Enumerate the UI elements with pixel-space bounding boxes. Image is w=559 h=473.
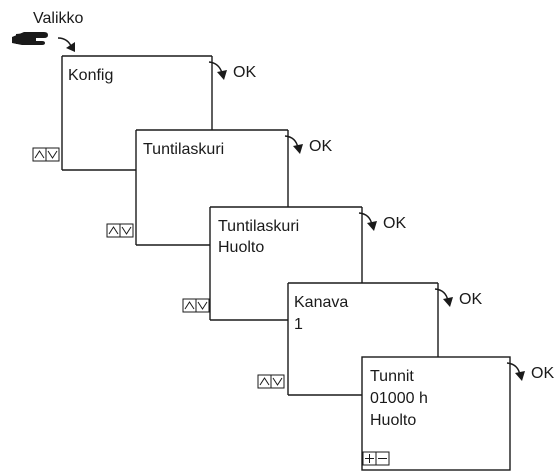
screen-5-line-2: 01000 h — [370, 390, 428, 407]
curved-arrow-icon — [57, 37, 75, 52]
ok-label-2: OK — [309, 138, 332, 155]
curved-arrow-icon — [293, 144, 303, 154]
curved-arrow-icon — [367, 221, 377, 231]
up-down-buttons-2[interactable] — [106, 223, 134, 238]
up-down-buttons-1[interactable] — [32, 147, 60, 162]
screen-3-line-2: Huolto — [218, 239, 264, 256]
up-down-buttons-3[interactable] — [182, 298, 210, 313]
ok-confirm-4: OK — [434, 288, 482, 308]
up-arrow-button[interactable] — [257, 374, 272, 389]
screen-4-line-2: 1 — [294, 316, 303, 333]
curved-arrow-icon — [443, 297, 453, 307]
plus-minus-buttons[interactable] — [362, 451, 390, 466]
up-arrow-button[interactable] — [182, 298, 197, 313]
pointing-hand-icon — [12, 32, 48, 45]
up-arrow-button[interactable] — [32, 147, 47, 162]
ok-confirm-3: OK — [358, 212, 406, 232]
screen-1-line-1: Konfig — [68, 67, 113, 84]
ok-confirm-5: OK — [506, 362, 554, 382]
ok-label-5: OK — [531, 365, 554, 382]
down-arrow-button[interactable] — [270, 374, 285, 389]
screen-4-line-1: Kanava — [294, 294, 348, 311]
ok-label-1: OK — [233, 64, 256, 81]
up-down-buttons-4[interactable] — [257, 374, 285, 389]
ok-confirm-2: OK — [284, 135, 332, 155]
screen-5-line-1: Tunnit — [370, 368, 414, 385]
down-arrow-button[interactable] — [45, 147, 60, 162]
ok-label-4: OK — [459, 291, 482, 308]
screen-5-box — [361, 356, 511, 471]
screen-5-line-3: Huolto — [370, 412, 416, 429]
ok-label-3: OK — [383, 215, 406, 232]
curved-arrow-icon — [217, 70, 227, 80]
curved-arrow-icon — [515, 371, 525, 381]
ok-confirm-1: OK — [208, 61, 256, 81]
screen-2-line-1: Tuntilaskuri — [143, 141, 224, 158]
down-arrow-button[interactable] — [119, 223, 134, 238]
screen-3-line-1: Tuntilaskuri — [218, 218, 299, 235]
up-arrow-button[interactable] — [106, 223, 121, 238]
menu-label: Valikko — [33, 10, 83, 27]
down-arrow-button[interactable] — [195, 298, 210, 313]
